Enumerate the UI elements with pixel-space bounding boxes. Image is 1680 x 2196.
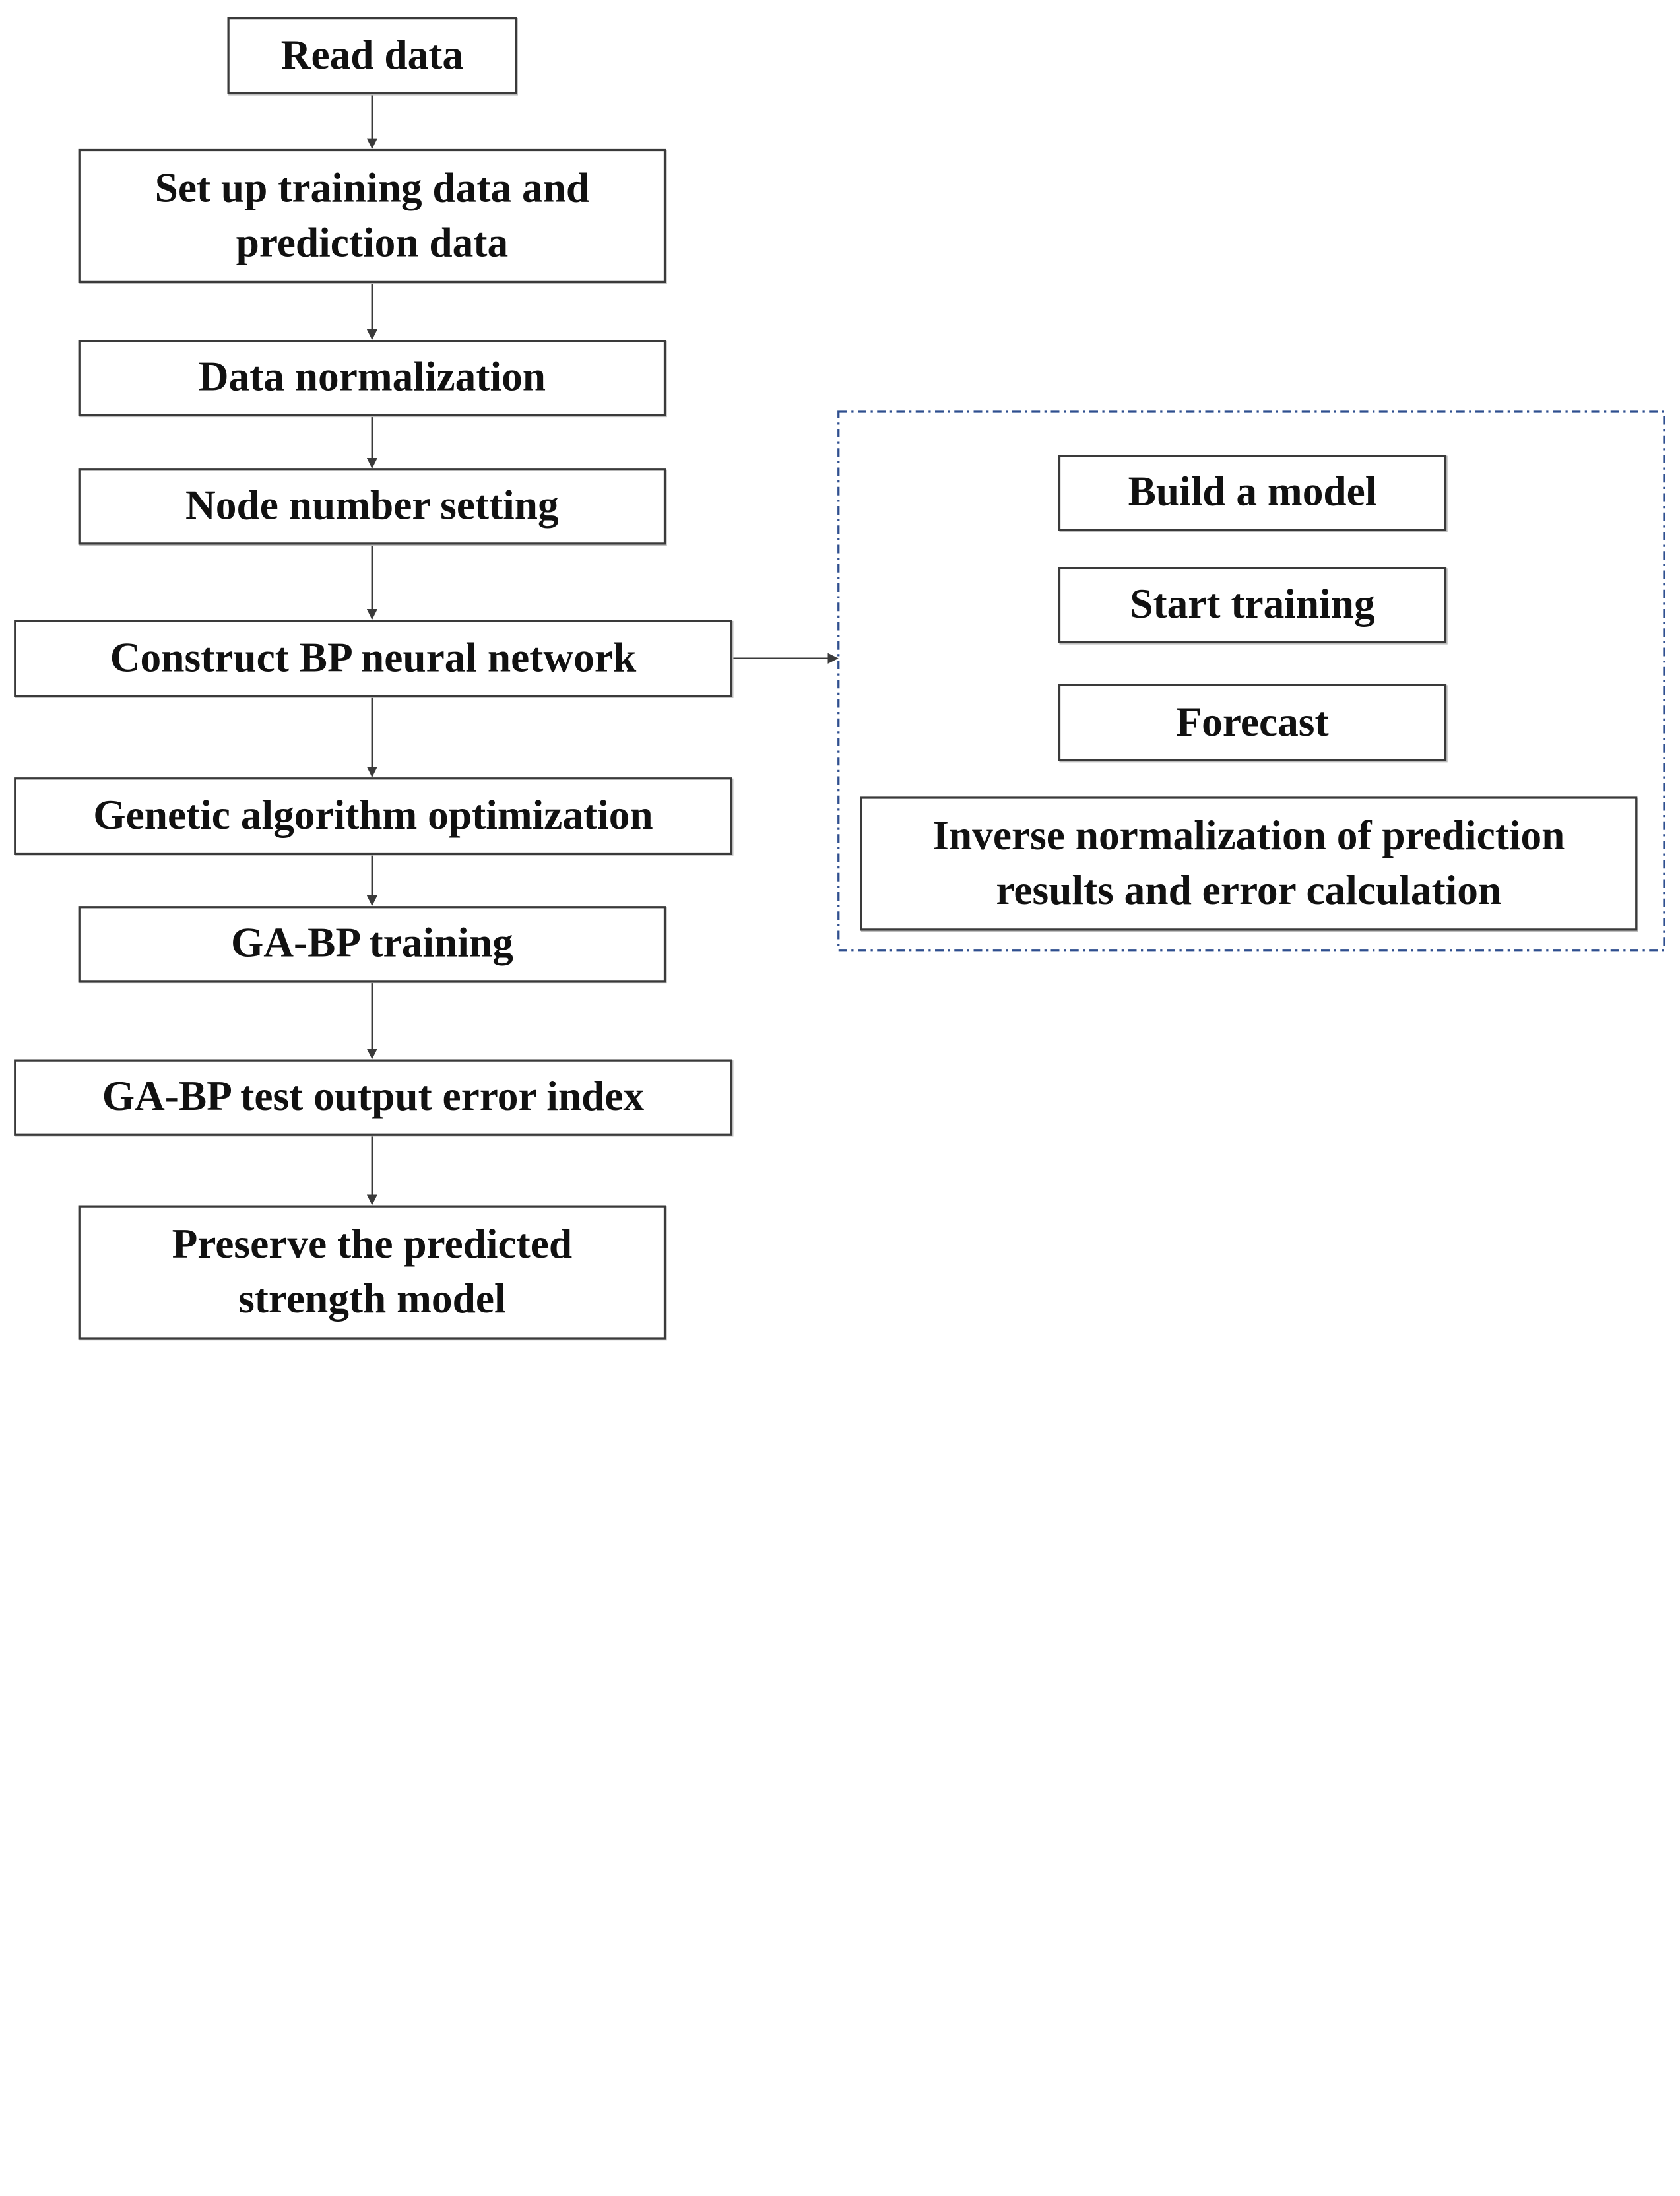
step-setup-data-line-2: prediction data [236,219,509,266]
step-preserve-model: Preserve the predicted strength model [78,1205,666,1340]
step-construct-bp-network: Construct BP neural network [14,620,732,697]
detail-inverse-normalization: Inverse normalization of prediction resu… [860,796,1638,931]
detail-inverse-normalization-line-1: Inverse normalization of prediction [932,812,1565,859]
detail-forecast: Forecast [1058,684,1447,761]
step-node-number-setting-label: Node number setting [185,482,559,529]
detail-build-model-label: Build a model [1128,468,1377,515]
step-data-normalization-label: Data normalization [198,354,546,401]
step-preserve-model-line-2: strength model [238,1275,506,1322]
step-gabp-training-label: GA-BP training [230,920,513,967]
step-setup-data: Set up training data and prediction data [78,148,666,283]
step-gabp-test-error: GA-BP test output error index [14,1059,732,1136]
step-read-data-label: Read data [280,32,464,79]
detail-inverse-normalization-line-2: results and error calculation [996,866,1502,913]
step-gabp-test-error-label: GA-BP test output error index [102,1073,645,1120]
step-node-number-setting: Node number setting [78,468,666,545]
step-read-data: Read data [227,17,517,94]
step-genetic-optimization: Genetic algorithm optimization [14,777,732,855]
step-setup-data-line-1: Set up training data and [154,164,590,211]
step-gabp-training: GA-BP training [78,906,666,983]
detail-start-training: Start training [1058,567,1447,643]
step-genetic-optimization-label: Genetic algorithm optimization [93,792,653,839]
detail-build-model: Build a model [1058,455,1447,531]
step-data-normalization: Data normalization [78,340,666,416]
step-preserve-model-line-1: Preserve the predicted [172,1221,573,1268]
detail-forecast-label: Forecast [1176,698,1329,745]
step-construct-bp-network-label: Construct BP neural network [110,634,637,681]
detail-start-training-label: Start training [1130,581,1375,628]
